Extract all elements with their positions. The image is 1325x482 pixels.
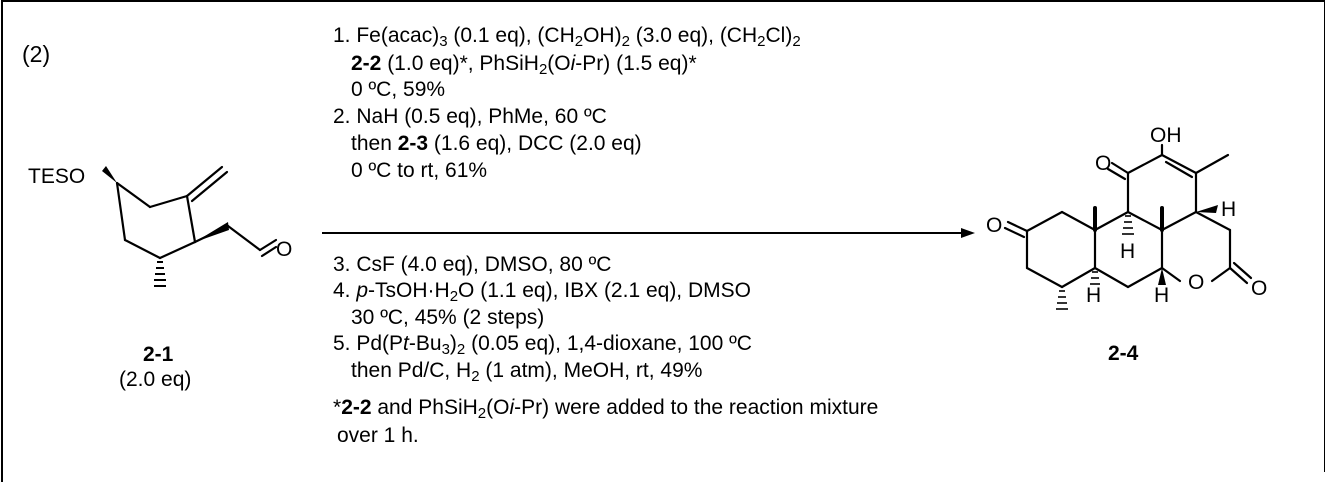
reaction-arrow (322, 228, 975, 238)
compound-2-4-id: 2-4 (1108, 342, 1139, 365)
ring-bond (1126, 210, 1164, 232)
wedge-bond (1158, 268, 1166, 285)
step-4-line-2: 30 ºC, 45% (2 steps) (351, 306, 545, 329)
step-5-line-1: 5. Pd(Pt-Bu3)2 (0.05 eq), 1,4-dioxane, 1… (333, 332, 752, 358)
ring-bond (148, 194, 189, 209)
wedge-bond (1196, 205, 1218, 213)
footnote-line-2: over 1 h. (337, 424, 419, 447)
step-2-line-1: 2. NaH (0.5 eq), PhMe, 60 ºC (333, 105, 607, 128)
ring-bond (123, 238, 162, 260)
frame-edge (1, 470, 3, 482)
h-label: H (1154, 284, 1169, 307)
ring-bond (1093, 210, 1130, 232)
methylene-bond (190, 170, 229, 203)
ring-bond (1160, 153, 1198, 175)
aldehyde-bond (260, 245, 278, 258)
h-label: H (1120, 240, 1135, 263)
ring-bond (115, 181, 127, 242)
aldehyde-bond (258, 238, 278, 252)
ring-bond (1194, 210, 1232, 232)
carbonyl-bond (1006, 220, 1029, 233)
ring-bond (1060, 266, 1097, 289)
h-label: H (1086, 284, 1101, 307)
compound-2-1-eq: (2.0 eq) (119, 368, 192, 391)
teso-label: TESO (28, 165, 85, 188)
ring-bond (1126, 266, 1164, 289)
ring-bond (115, 181, 152, 209)
oh-label: OH (1150, 124, 1182, 147)
step-2-line-2: then 2-3 (1.6 eq), DCC (2.0 eq) (351, 132, 642, 155)
wedge-bond (102, 166, 117, 183)
chain-bond (226, 224, 262, 252)
oxygen-label: O (1251, 277, 1267, 300)
oxygen-label: O (276, 238, 292, 261)
ring-bond (158, 240, 197, 260)
step-1-line-3: 0 ºC, 59% (351, 78, 446, 101)
step-1-line-1: 1. Fe(acac)3 (0.1 eq), (CH2OH)2 (3.0 eq)… (333, 24, 801, 50)
carbonyl-bond (1232, 261, 1253, 280)
methyl-bond (1194, 153, 1230, 175)
methylene-bond (185, 165, 224, 198)
ring-bond (1025, 210, 1064, 233)
oxygen-label: O (1188, 271, 1204, 294)
ring-bond (1025, 266, 1064, 289)
oxygen-label: O (986, 214, 1002, 237)
step-5-line-2: then Pd/C, H2 (1 atm), MeOH, rt, 49% (351, 359, 703, 385)
step-1-line-2: 2-2 (1.0 eq)*, PhSiH2(Oi-Pr) (1.5 eq)* (351, 52, 697, 78)
h-label: H (1221, 198, 1236, 221)
step-4-line-1: 4. p-TsOH·H2O (1.1 eq), IBX (2.1 eq), DM… (333, 279, 751, 305)
step-3: 3. CsF (4.0 eq), DMSO, 80 ºC (333, 253, 612, 276)
compound-2-1-structure (115, 165, 278, 260)
carbonyl-bond (1106, 167, 1127, 181)
step-2-line-3: 0 ºC to rt, 61% (351, 159, 488, 182)
hashed-methyl (154, 261, 166, 287)
ring-bond (1210, 266, 1232, 283)
carbonyl-bond (1003, 226, 1026, 239)
footnote-line-1: *2-2 and PhSiH2(Oi-Pr) were added to the… (333, 396, 879, 422)
compound-2-4-structure (1003, 143, 1253, 289)
ring-bond (1160, 266, 1182, 283)
wedge-bond (195, 222, 229, 242)
oxygen-label: O (1095, 152, 1111, 175)
carbonyl-bond (1228, 266, 1249, 285)
ring-bond (1093, 266, 1130, 289)
panel-label: (2) (22, 41, 51, 67)
ring-bond (1060, 210, 1097, 232)
hashed-h (1056, 215, 1134, 310)
compound-2-1-id: 2-1 (143, 343, 174, 366)
ring-bond (1126, 153, 1164, 175)
ring-bond (185, 194, 197, 244)
ring-bond (1164, 160, 1194, 179)
carbonyl-bond (1110, 161, 1130, 175)
ring-bond (1160, 210, 1198, 232)
